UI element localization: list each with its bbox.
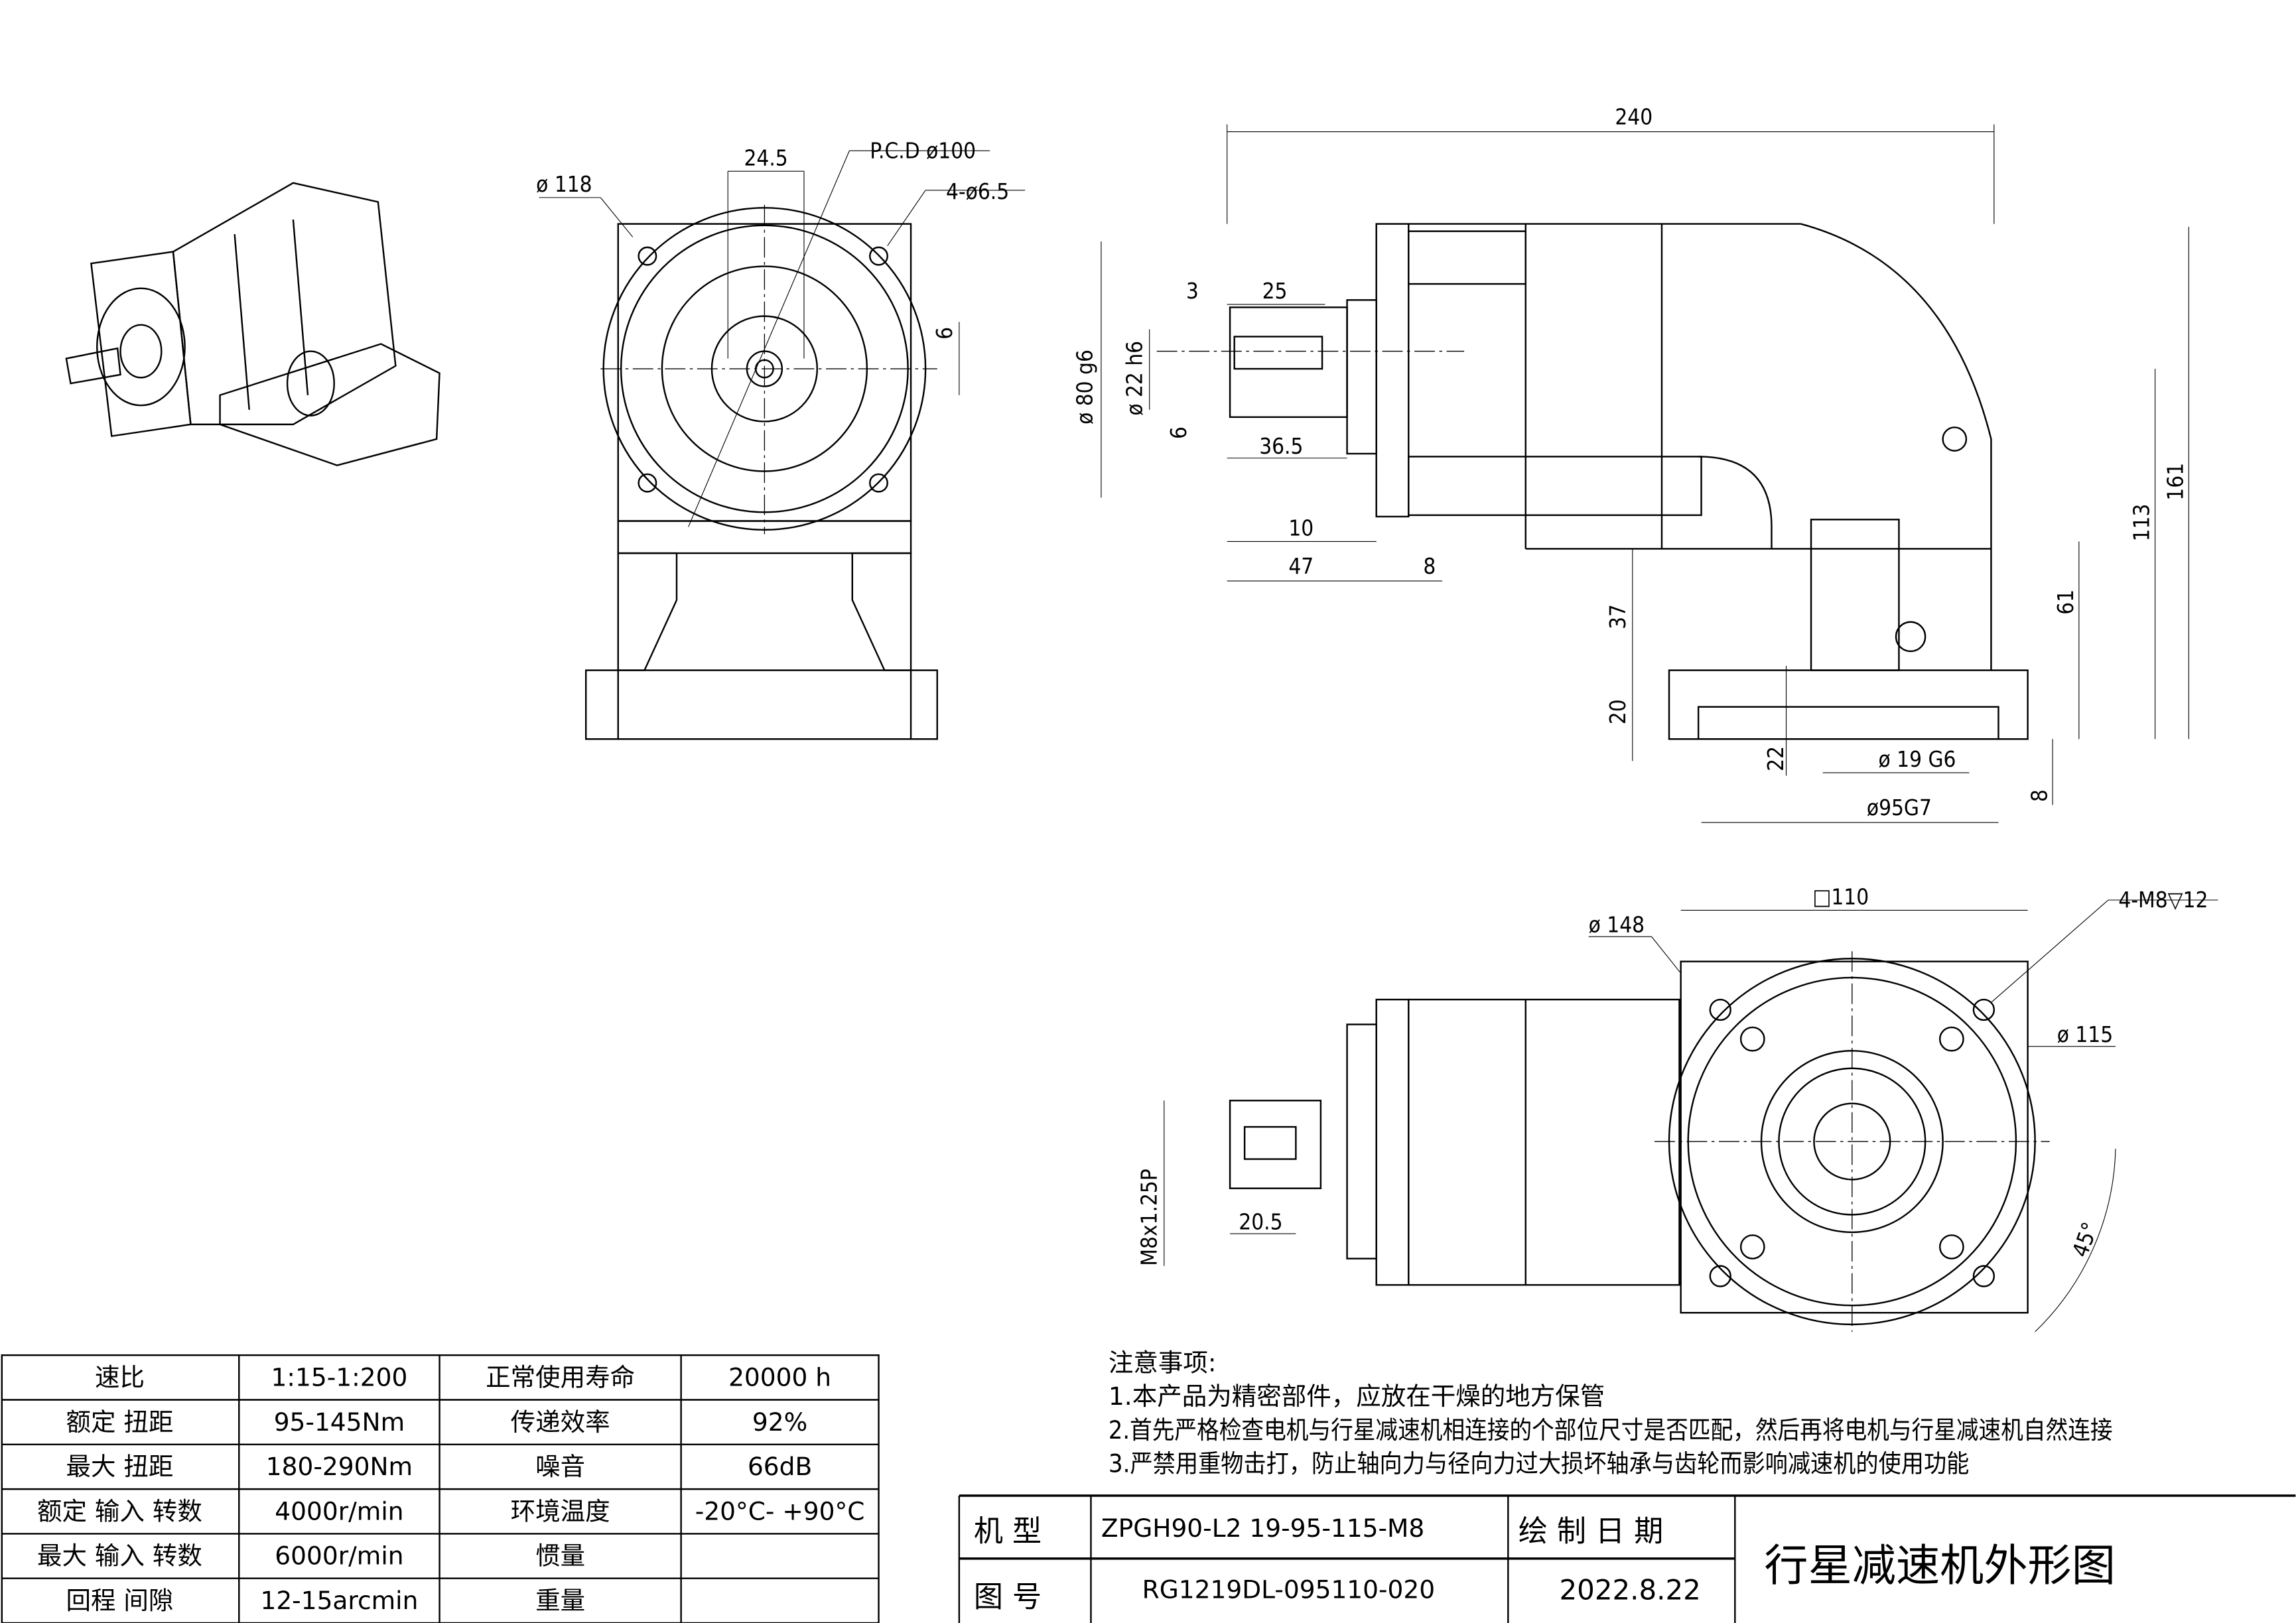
front-view: 24.5 P.C.D ø100 4-ø6.5 ø 118 6 xyxy=(536,137,1026,740)
table-cell: 噪音 xyxy=(535,1452,585,1481)
note-item: 3.严禁用重物击打，防止轴向力与径向力过大损坏轴承与齿轮而影响减速机的使用功能 xyxy=(1109,1449,1969,1478)
dim-h61: 61 xyxy=(2053,590,2078,615)
table-cell: 最大 扭距 xyxy=(66,1452,173,1481)
table-cell: 传递效率 xyxy=(511,1407,610,1437)
dim-l205: 20.5 xyxy=(1239,1208,1282,1234)
table-cell: 重量 xyxy=(535,1586,585,1615)
notes-title: 注意事项: xyxy=(1109,1348,1217,1377)
table-cell: 额定 扭距 xyxy=(66,1407,173,1437)
dim-pcd: P.C.D ø100 xyxy=(870,137,976,163)
drawing-no-label: 图 号 xyxy=(974,1581,1042,1614)
table-cell: 92% xyxy=(752,1407,807,1437)
table-cell: 4000r/min xyxy=(275,1496,403,1526)
dim-sq: □110 xyxy=(1812,884,1869,910)
table-cell: -20°C- +90°C xyxy=(695,1496,865,1526)
dim-h22: 22 xyxy=(1763,746,1789,771)
spec-table: 速比 1:15-1:200 正常使用寿命 20000 h 额定 扭距 95-145Nm 传递… xyxy=(1,1354,880,1623)
side-view: 240 ø 80 g6 ø 22 h6 3 25 6 36.5 10 47 8 … xyxy=(1072,104,2189,823)
isometric-view xyxy=(65,182,440,466)
model-label: 机 型 xyxy=(974,1514,1042,1548)
table-cell: 额定 输入 转数 xyxy=(37,1496,202,1526)
table-cell: 惯量 xyxy=(535,1541,585,1571)
table-cell: 95-145Nm xyxy=(274,1407,405,1437)
table-cell: 最大 输入 转数 xyxy=(37,1541,202,1571)
dim-k3: 3 xyxy=(1186,278,1199,304)
table-cell: 速比 xyxy=(95,1363,145,1392)
date-label: 绘 制 日 期 xyxy=(1519,1514,1664,1548)
dim-h37: 37 xyxy=(1605,604,1631,629)
dim-d80: ø 80 g6 xyxy=(1072,350,1098,424)
dim-k6: 6 xyxy=(1166,426,1191,439)
dim-h113: 113 xyxy=(2129,504,2155,542)
dim-length: 240 xyxy=(1615,104,1653,130)
dim-d115: ø 115 xyxy=(2057,1021,2113,1047)
table-cell: 20000 h xyxy=(728,1363,831,1392)
dim-holes: 4-ø6.5 xyxy=(946,178,1009,204)
dim-d148: ø 148 xyxy=(1589,912,1645,938)
bottom-view: □110 ø 148 4-M8▽12 ø 115 45° M8x1.25P 20… xyxy=(1136,884,2218,1332)
table-cell: 6000r/min xyxy=(275,1541,403,1571)
date-value: 2022.8.22 xyxy=(1560,1574,1701,1606)
dim-width: 24.5 xyxy=(744,145,788,170)
dim-h161: 161 xyxy=(2162,463,2188,501)
title-block: 机 型 ZPGH90-L2 19-95-115-M8 绘 制 日 期 图 号 R… xyxy=(958,1494,2296,1623)
drawing-no-value: RG1219DL-095110-020 xyxy=(1142,1575,1435,1604)
note-item: 1.本产品为精密部件，应放在干燥的地方保管 xyxy=(1109,1382,1605,1411)
dim-h20: 20 xyxy=(1605,699,1631,724)
table-cell: 回程 间隙 xyxy=(66,1586,173,1615)
table-cell: 1:15-1:200 xyxy=(271,1363,408,1392)
model-value: ZPGH90-L2 19-95-115-M8 xyxy=(1101,1514,1424,1543)
dim-l365: 36.5 xyxy=(1259,433,1303,459)
notes: 注意事项: 1.本产品为精密部件，应放在干燥的地方保管 2.首先严格检查电机与行… xyxy=(1109,1348,2113,1478)
table-cell: 180-290Nm xyxy=(266,1452,413,1481)
dim-d118: ø 118 xyxy=(536,171,592,197)
dim-thread: M8x1.25P xyxy=(1136,1169,1162,1266)
dim-angle: 45° xyxy=(2067,1218,2104,1260)
table-cell: 环境温度 xyxy=(511,1496,610,1526)
dim-l47: 47 xyxy=(1288,553,1314,579)
dim-key: 6 xyxy=(931,327,957,340)
drawing-title: 行星减速机外形图 xyxy=(1764,1540,2116,1591)
dim-l8: 8 xyxy=(1423,553,1436,579)
dim-k25: 25 xyxy=(1262,278,1288,304)
table-cell: 12-15arcmin xyxy=(260,1586,418,1615)
dim-l10: 10 xyxy=(1288,515,1314,541)
table-cell: 66dB xyxy=(748,1452,812,1481)
dim-bolts: 4-M8▽12 xyxy=(2118,887,2208,913)
dim-d22: ø 22 h6 xyxy=(1122,341,1148,416)
dim-d95: ø95G7 xyxy=(1867,795,1932,820)
table-cell: 正常使用寿命 xyxy=(486,1363,635,1392)
dim-h8: 8 xyxy=(2026,789,2052,802)
dim-d19: ø 19 G6 xyxy=(1879,746,1956,772)
note-item: 2.首先严格检查电机与行星减速机相连接的个部位尺寸是否匹配，然后再将电机与行星减… xyxy=(1109,1415,2113,1445)
